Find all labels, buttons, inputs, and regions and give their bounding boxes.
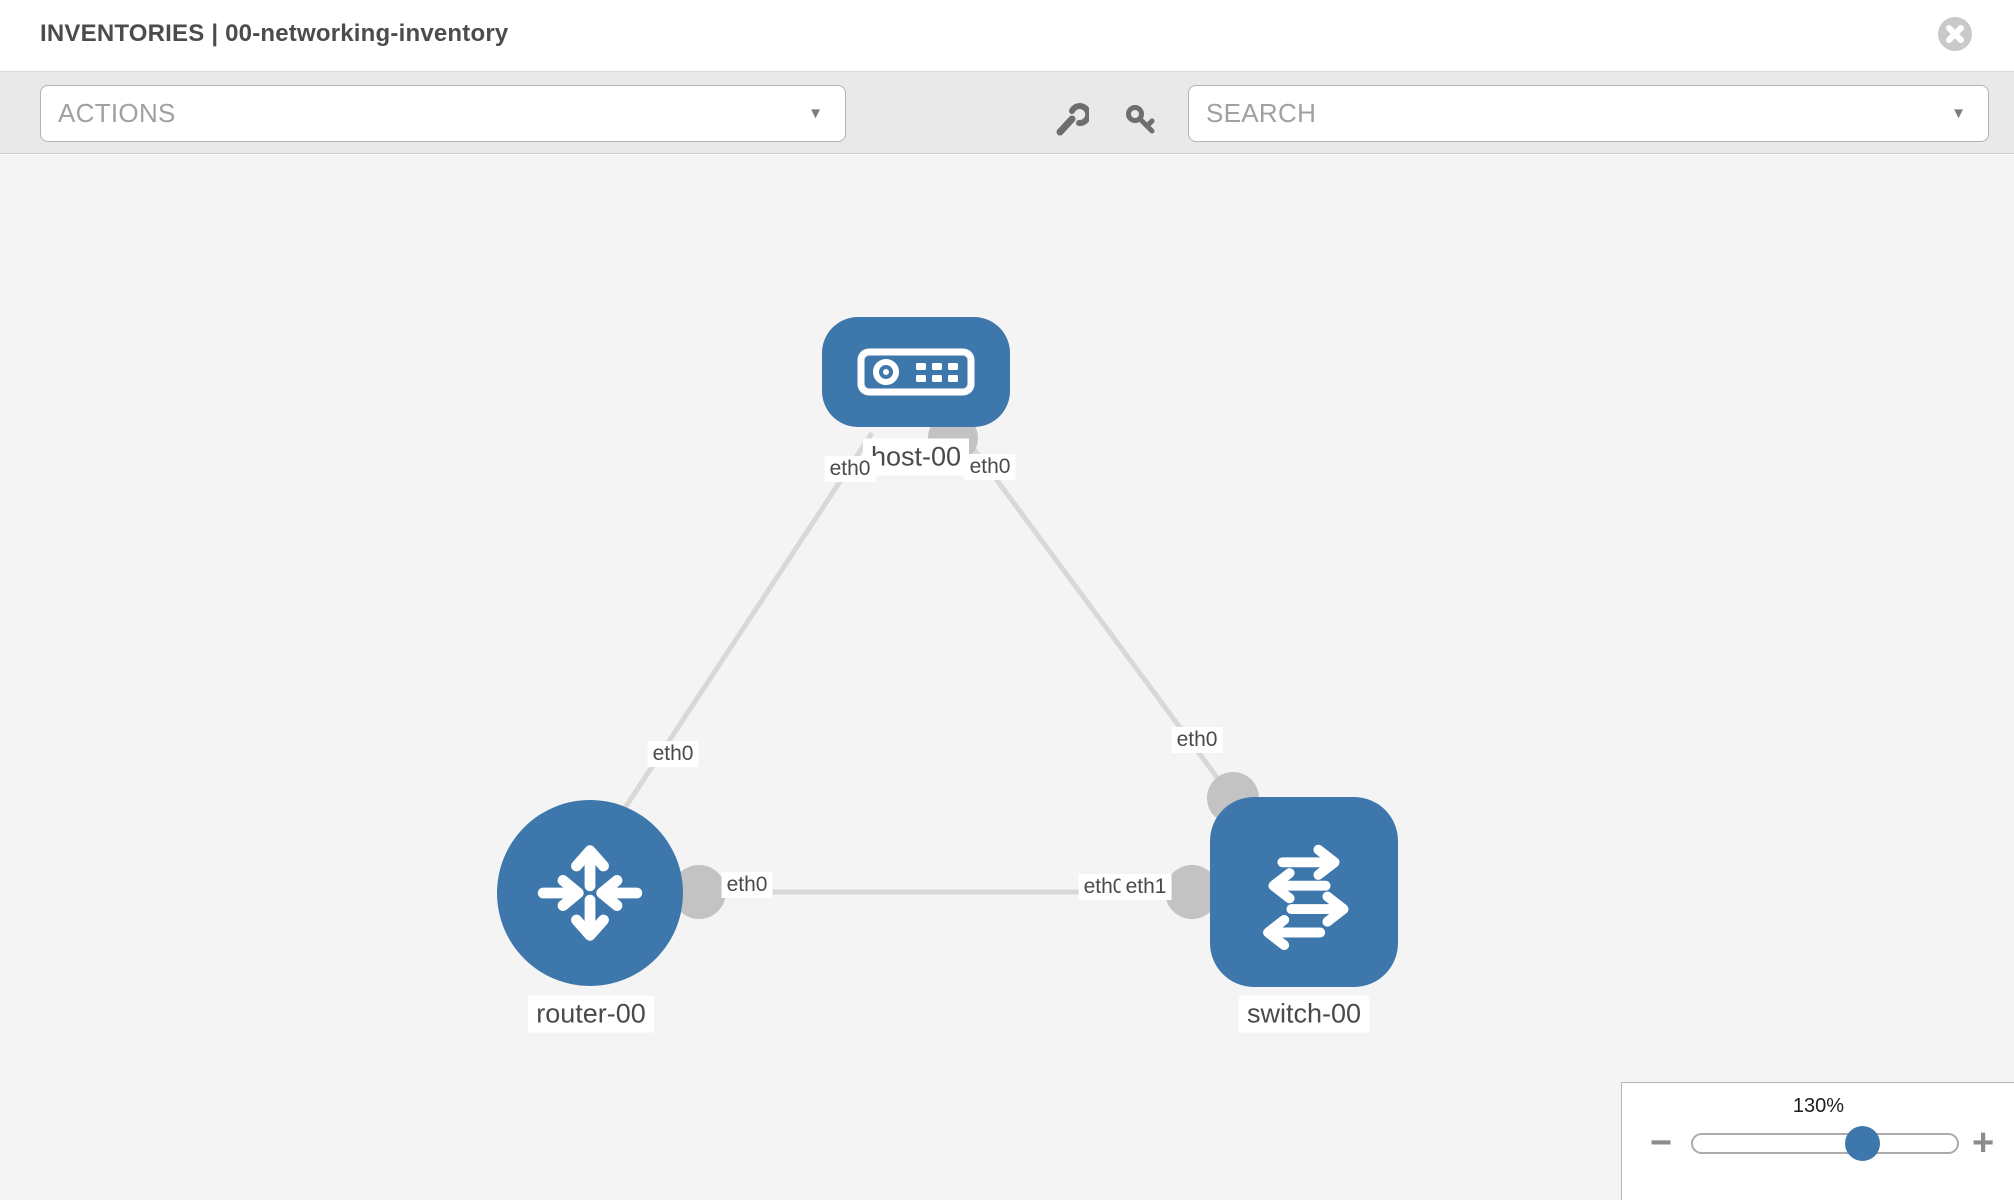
- node-switch-00[interactable]: [1210, 797, 1398, 987]
- iface-label-host-right: eth0: [964, 454, 1016, 480]
- actions-dropdown[interactable]: ACTIONS ▼: [40, 85, 846, 142]
- zoom-slider-thumb[interactable]: [1845, 1126, 1880, 1161]
- close-button[interactable]: [1937, 16, 1973, 52]
- header: INVENTORIES | 00-networking-inventory: [0, 0, 2014, 72]
- configure-button[interactable]: [1048, 98, 1092, 142]
- iface-label-switch-top: eth0: [1171, 727, 1223, 753]
- zoom-out-button[interactable]: −: [1650, 1122, 1673, 1164]
- connector-router-right: [672, 865, 726, 919]
- router-icon: [537, 845, 643, 941]
- zoom-slider-track[interactable]: [1691, 1126, 1959, 1161]
- search-dropdown-label: SEARCH: [1206, 98, 1317, 128]
- node-label-host: host-00: [862, 438, 970, 476]
- chevron-down-icon: ▼: [1951, 105, 1966, 122]
- iface-label-router-top: eth0: [647, 741, 699, 767]
- connector-switch-left: [1165, 865, 1219, 919]
- key-icon: [1126, 105, 1155, 134]
- iface-label-switch-left-front: eth1: [1120, 874, 1172, 900]
- iface-label-router-right: eth0: [721, 872, 773, 898]
- topology-links-layer: [610, 413, 1259, 919]
- credentials-button[interactable]: [1119, 98, 1163, 142]
- host-icon: [857, 348, 975, 396]
- search-dropdown[interactable]: SEARCH ▼: [1188, 85, 1989, 142]
- zoom-panel: 130% − +: [1621, 1082, 2014, 1200]
- zoom-in-button[interactable]: +: [1972, 1122, 1995, 1164]
- iface-label-host-left: eth0: [824, 456, 876, 482]
- wrench-icon: [1056, 103, 1089, 136]
- node-router-00[interactable]: [497, 800, 683, 986]
- switch-icon: [1263, 844, 1349, 951]
- node-host-00[interactable]: [822, 317, 1010, 427]
- node-label-router: router-00: [528, 995, 654, 1033]
- chevron-down-icon: ▼: [808, 105, 823, 122]
- close-icon: [1938, 17, 1972, 51]
- topology-canvas[interactable]: host-00 router-00 switch-00 eth0 eth0 et…: [0, 155, 2014, 1200]
- zoom-level-value: 130%: [1792, 1095, 1845, 1117]
- node-label-switch: switch-00: [1238, 995, 1370, 1033]
- page-title: INVENTORIES | 00-networking-inventory: [40, 20, 509, 47]
- actions-dropdown-label: ACTIONS: [58, 98, 176, 128]
- toolbar: ACTIONS ▼ SEARCH ▼: [0, 72, 2014, 154]
